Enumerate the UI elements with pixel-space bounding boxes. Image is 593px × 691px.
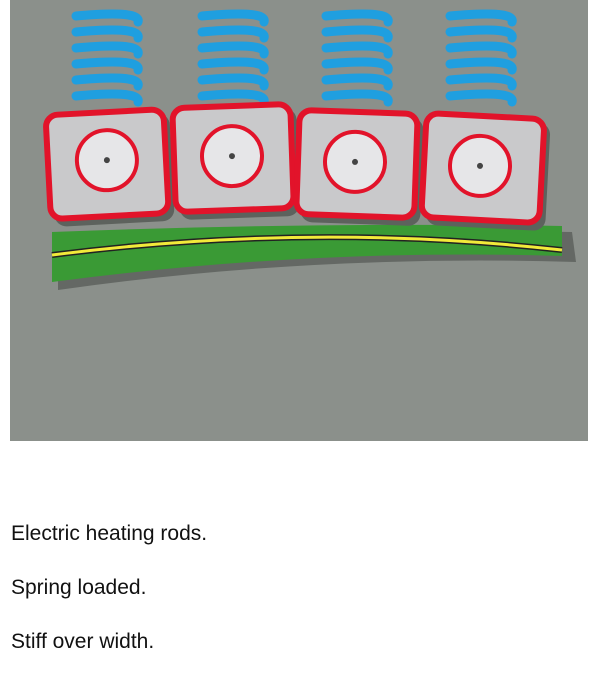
heater-block-2 [169,101,297,215]
heater-block-3 [293,107,421,221]
heater-block-1 [43,106,172,222]
heater-block-4 [418,110,547,226]
caption-spring-loaded: Spring loaded. [11,576,147,599]
heating-rod-3-core [352,158,359,165]
heating-press-diagram [10,0,588,441]
caption-heating-rods: Electric heating rods. [11,522,208,545]
spring-3 [321,9,393,107]
caption-stiff-over-width: Stiff over width. [11,630,155,653]
heating-rod-4-core [477,162,484,169]
spring-4 [445,9,517,107]
belt-stripe-yellow [51,235,563,257]
heating-rod-1-core [103,157,110,164]
heating-rod-2-core [229,153,236,160]
spring-1 [71,9,143,107]
spring-2 [197,9,269,107]
